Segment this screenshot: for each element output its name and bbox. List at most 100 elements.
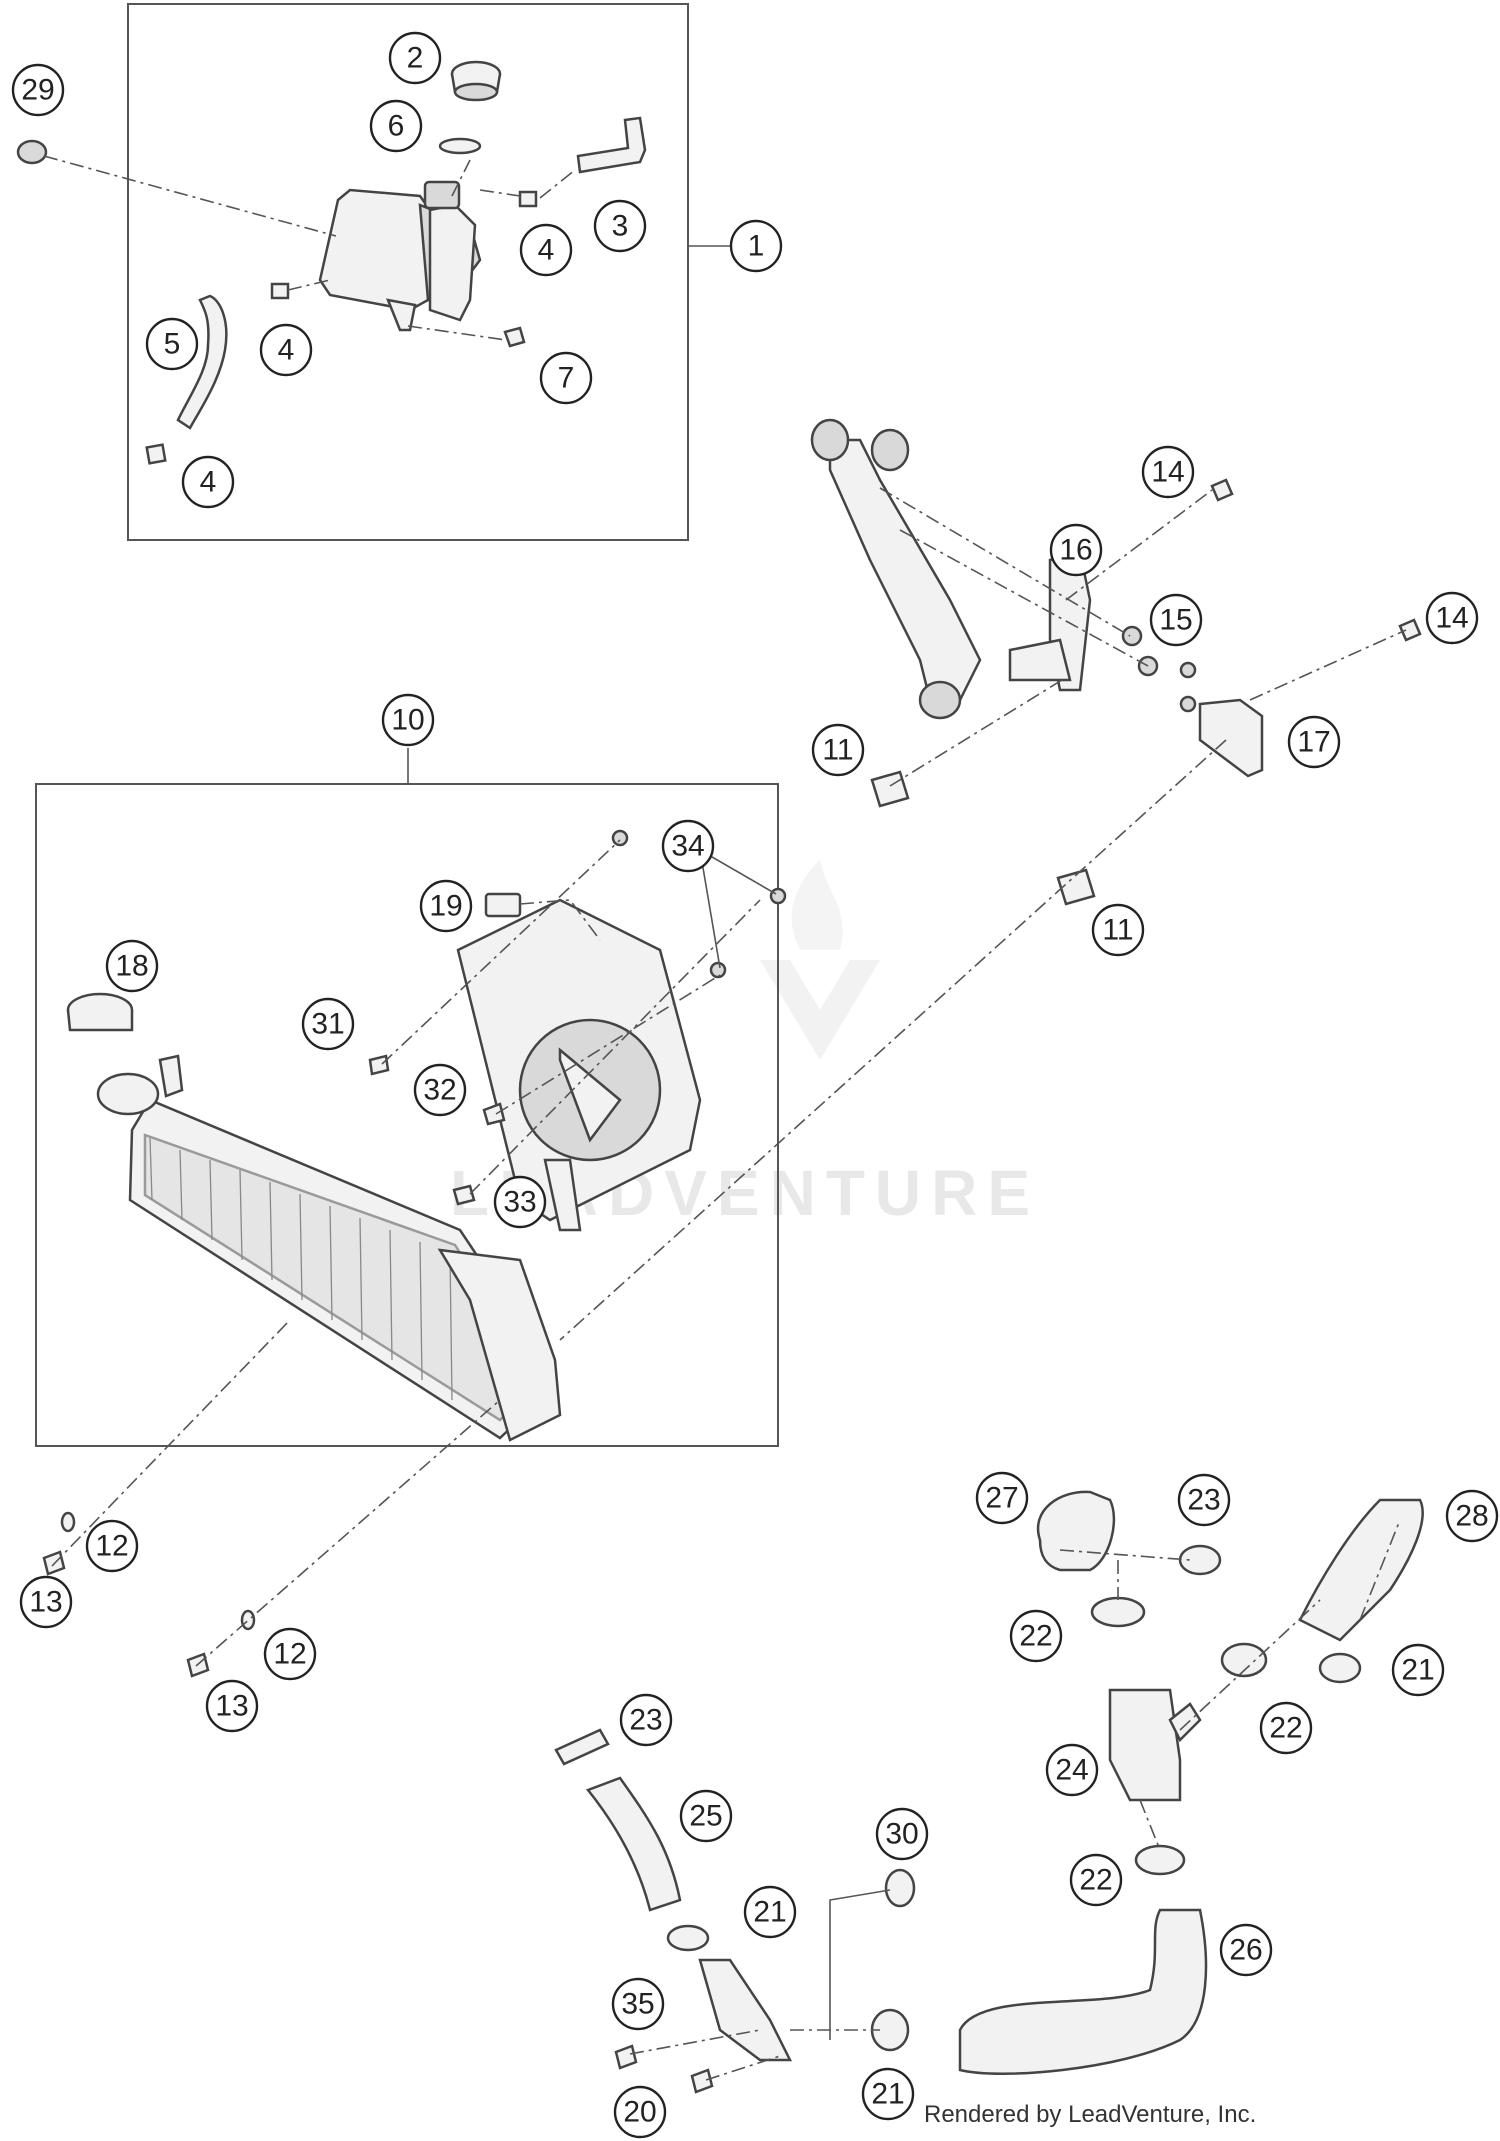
callout-33: 33 (493, 1175, 547, 1229)
callout-10-label: 10 (391, 704, 424, 737)
callout-17-label: 17 (1297, 726, 1330, 759)
radiator-cap-part (66, 992, 134, 1032)
callout-6-label: 6 (388, 110, 405, 143)
callout-3-label: 3 (612, 210, 629, 243)
callout-4: 4 (181, 455, 235, 509)
clamp-part (145, 443, 167, 465)
callout-35-label: 35 (621, 1988, 654, 2021)
callout-7: 7 (539, 351, 593, 405)
tank-hose-part (176, 294, 228, 430)
callout-17: 17 (1287, 715, 1341, 769)
callout-22-label: 22 (1269, 1712, 1302, 1745)
callout-35: 35 (611, 1977, 665, 2031)
radiator-assembly (66, 829, 787, 1442)
callout-22: 22 (1259, 1701, 1313, 1755)
callout-24: 24 (1045, 1743, 1099, 1797)
callout-15: 15 (1149, 593, 1203, 647)
watermark-logo-icon (760, 860, 880, 1060)
callout-32: 32 (413, 1063, 467, 1117)
callout-4-label: 4 (538, 234, 555, 267)
callout-4: 4 (519, 223, 573, 277)
callout-11: 11 (811, 723, 865, 777)
callout-24-label: 24 (1055, 1754, 1088, 1787)
callout-22: 22 (1009, 1609, 1063, 1663)
callout-31-label: 31 (311, 1008, 344, 1041)
filler-cap-part (450, 60, 502, 102)
callout-14-label: 14 (1435, 602, 1468, 635)
callout-29-label: 29 (21, 74, 54, 107)
callout-22: 22 (1069, 1853, 1123, 1907)
callout-19-label: 19 (429, 890, 462, 923)
callout-28: 28 (1445, 1489, 1499, 1543)
callout-27: 27 (975, 1471, 1029, 1525)
seal-ring-part (438, 137, 482, 155)
callout-4: 4 (0, 0, 8, 17)
callout-13: 13 (19, 1575, 73, 1629)
bolt-part (503, 326, 526, 348)
callout-11-label: 11 (822, 734, 853, 767)
callout-4: 4 (259, 323, 313, 377)
callout-31: 31 (301, 997, 355, 1051)
callout-25: 25 (679, 1789, 733, 1843)
callout-27-label: 27 (985, 1482, 1018, 1515)
callout-26: 26 (1219, 1923, 1273, 1977)
callout-21: 21 (861, 2067, 915, 2121)
callout-5-label: 5 (164, 328, 181, 361)
callout-12: 12 (263, 1627, 317, 1681)
callout-21: 21 (743, 1885, 797, 1939)
callout-7-label: 7 (558, 362, 575, 395)
callout-16-label: 16 (1059, 534, 1092, 567)
callout-23: 23 (619, 1693, 673, 1747)
callout-19: 19 (419, 879, 473, 933)
callout-25-label: 25 (689, 1800, 722, 1833)
callout-20: 20 (613, 2085, 667, 2139)
callout-12-label: 12 (95, 1530, 128, 1563)
plug-part (16, 139, 48, 165)
callout-14-label: 14 (1151, 456, 1184, 489)
callout-1: 1 (729, 219, 783, 273)
callout-23-label: 23 (1187, 1484, 1220, 1517)
callout-30-label: 30 (885, 1818, 918, 1851)
callout-14: 14 (1141, 445, 1195, 499)
thermostat-hose-assembly (554, 1490, 1424, 2094)
mounting-hardware (42, 1319, 501, 1678)
callout-26-label: 26 (1229, 1934, 1262, 1967)
callout-12: 12 (85, 1519, 139, 1573)
callout-34-label: 34 (671, 830, 704, 863)
callout-21-label: 21 (753, 1896, 786, 1929)
callout-29: 29 (11, 63, 65, 117)
callout-1-label: 1 (748, 230, 765, 263)
callout-15-label: 15 (1159, 604, 1192, 637)
callout-21: 21 (1391, 1643, 1445, 1697)
callout-18-label: 18 (115, 950, 148, 983)
callout-21-label: 21 (1401, 1654, 1434, 1687)
callout-32-label: 32 (423, 1074, 456, 1107)
overflow-hose-part (576, 116, 647, 174)
callout-4-label: 4 (278, 334, 295, 367)
callout-30: 30 (875, 1807, 929, 1861)
callout-5: 5 (145, 317, 199, 371)
radiator-fins (149, 1137, 453, 1401)
callout-13: 13 (205, 1679, 259, 1733)
callout-21-label: 21 (871, 2078, 904, 2111)
callout-16: 16 (1049, 523, 1103, 577)
callout-11: 11 (1091, 903, 1145, 957)
group-box-10 (35, 748, 779, 1447)
clamp-part (518, 190, 538, 208)
callout-22-label: 22 (1079, 1864, 1112, 1897)
callout-23: 23 (1177, 1473, 1231, 1527)
callout-34: 34 (661, 819, 715, 873)
callout-22-label: 22 (1019, 1620, 1052, 1653)
callout-3: 3 (593, 199, 647, 253)
group-box-1 (127, 3, 730, 541)
callout-28-label: 28 (1455, 1500, 1488, 1533)
callout-14: 14 (1425, 591, 1479, 645)
callout-2-label: 2 (407, 42, 424, 75)
callout-2: 2 (388, 31, 442, 85)
callout-12-label: 12 (273, 1638, 306, 1671)
callout-23-label: 23 (629, 1704, 662, 1737)
callout-10: 10 (381, 693, 435, 747)
callout-13-label: 13 (215, 1690, 248, 1723)
callout-11-label: 11 (1102, 914, 1133, 947)
